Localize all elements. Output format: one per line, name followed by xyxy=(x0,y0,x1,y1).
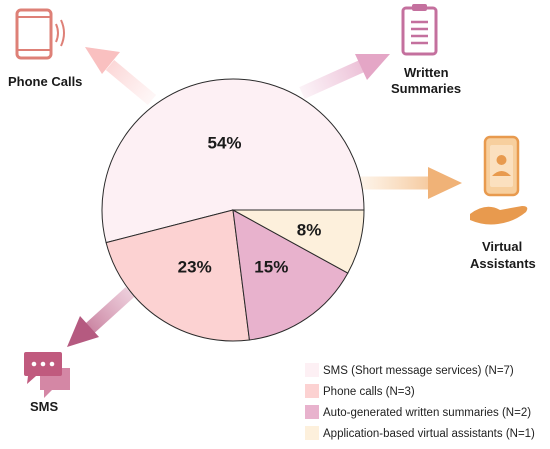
legend-swatch-1 xyxy=(305,384,319,398)
pie-slice-2 xyxy=(232,209,349,341)
pie-slice-label-0: 54% xyxy=(207,133,241,152)
arrow-phone-calls xyxy=(85,47,157,105)
pie-slice-labels: 54% 23% 15% 8% xyxy=(178,133,322,276)
label-written-line2: Summaries xyxy=(391,81,461,96)
arrow-written-summaries xyxy=(299,54,390,99)
pie-slice-label-3: 8% xyxy=(297,221,322,240)
pie-slice-label-1: 23% xyxy=(178,257,212,276)
label-written-line1: Written xyxy=(404,65,449,80)
arrow-sms xyxy=(67,287,135,347)
legend-label-2: Auto-generated written summaries (N=2) xyxy=(323,407,531,419)
legend-label-1: Phone calls (N=3) xyxy=(323,386,415,398)
legend-label-0: SMS (Short message services) (N=7) xyxy=(323,365,514,377)
legend-label-3: Application-based virtual assistants (N=… xyxy=(323,428,535,440)
label-sms: SMS xyxy=(30,399,59,414)
chat-bubbles-icon xyxy=(24,352,70,398)
legend: SMS (Short message services) (N=7) Phone … xyxy=(305,363,535,440)
label-virtual-line1: Virtual xyxy=(482,239,522,254)
smartphone-vibrate-icon xyxy=(15,8,65,60)
legend-swatch-0 xyxy=(305,363,319,377)
pie-slice-1 xyxy=(105,209,250,342)
hand-holding-phone-icon xyxy=(470,135,528,225)
pie-slice-label-2: 15% xyxy=(254,257,288,276)
label-phone-calls: Phone Calls xyxy=(8,74,82,89)
legend-swatch-2 xyxy=(305,405,319,419)
pie-slice-3 xyxy=(232,209,365,274)
arrow-virtual-assistants xyxy=(360,167,462,199)
clipboard-document-icon xyxy=(401,4,438,56)
pie-slice-0 xyxy=(101,78,365,244)
legend-swatch-3 xyxy=(305,426,319,440)
pie-slices xyxy=(101,78,365,342)
label-virtual-line2: Assistants xyxy=(470,256,536,271)
